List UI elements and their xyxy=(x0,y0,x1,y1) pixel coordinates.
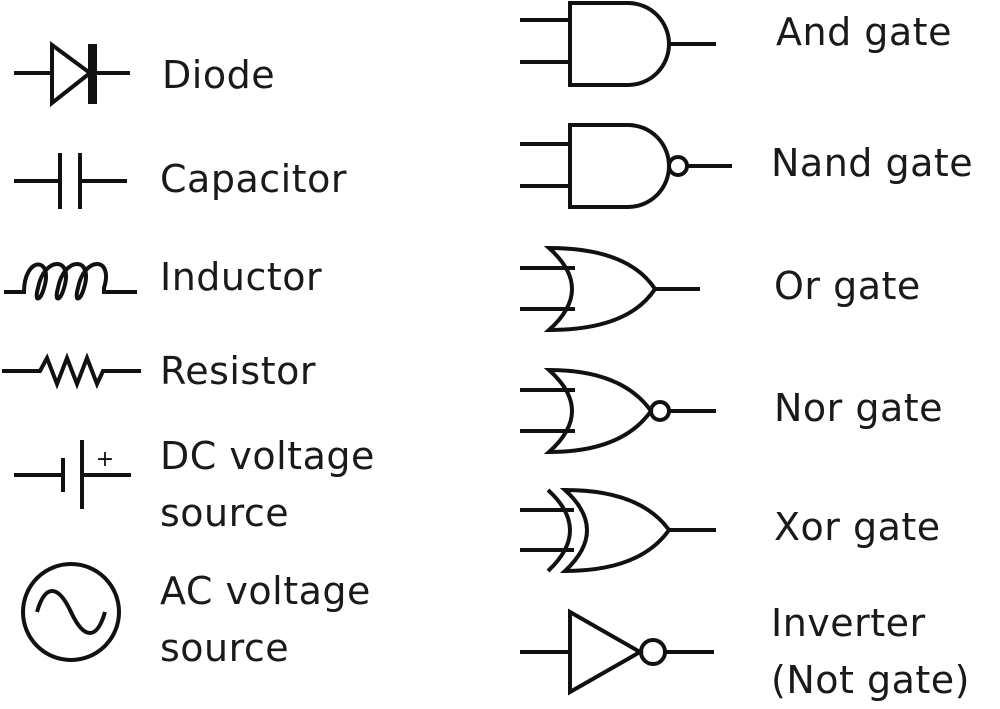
ac-source-label: AC voltage source xyxy=(160,563,371,677)
inverter-label: Inverter (Not gate) xyxy=(771,595,970,709)
xor-gate-symbol xyxy=(520,487,716,574)
nor-gate-label: Nor gate xyxy=(774,386,944,430)
dc-source-symbol xyxy=(14,440,131,509)
diode-symbol xyxy=(14,41,130,108)
inverter-symbol xyxy=(520,608,714,696)
nor-gate-symbol xyxy=(520,367,716,455)
inverter-label-line-1: Inverter xyxy=(771,601,926,645)
ac-source-label-line-1: AC voltage xyxy=(160,569,371,613)
resistor-symbol xyxy=(2,352,141,390)
nand-gate-label: Nand gate xyxy=(771,141,974,185)
nand-gate-symbol xyxy=(520,123,732,209)
inductor-symbol xyxy=(4,262,137,301)
dc-source-label-line-2: source xyxy=(160,491,290,535)
resistor-label: Resistor xyxy=(160,349,316,393)
or-gate-symbol xyxy=(520,245,700,333)
dc-plus-sign: + xyxy=(96,447,114,472)
ac-source-symbol xyxy=(21,562,121,662)
and-gate-label: And gate xyxy=(776,10,952,54)
ac-source-label-line-2: source xyxy=(160,626,290,670)
inverter-label-line-2: (Not gate) xyxy=(771,658,970,702)
or-gate-label: Or gate xyxy=(774,264,921,308)
diode-label: Diode xyxy=(162,53,276,97)
inductor-label: Inductor xyxy=(160,255,323,299)
dc-source-label-line-1: DC voltage xyxy=(160,434,375,478)
dc-source-label: DC voltage source xyxy=(160,428,375,542)
xor-gate-label: Xor gate xyxy=(774,505,941,549)
capacitor-label: Capacitor xyxy=(160,157,347,201)
and-gate-symbol xyxy=(520,1,716,87)
capacitor-symbol xyxy=(14,153,127,209)
